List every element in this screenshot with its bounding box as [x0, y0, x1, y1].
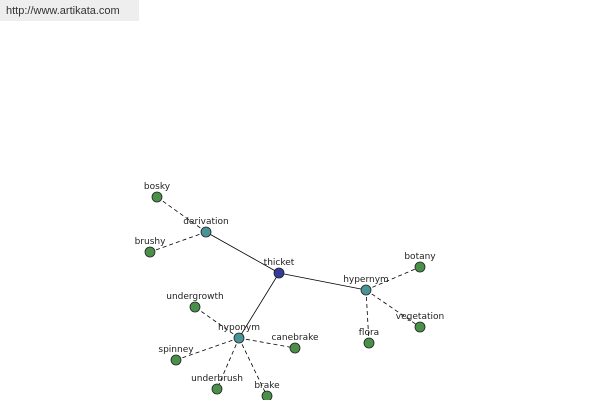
node-dot[interactable] [261, 390, 273, 400]
node-label: hypernym [343, 275, 389, 285]
edge-hypernym-flora [365, 289, 370, 344]
node-dot[interactable] [289, 342, 301, 354]
node-label: underbrush [191, 374, 243, 384]
term-node-bosky[interactable]: bosky [144, 182, 171, 203]
node-label: vegetation [396, 312, 444, 322]
node-label: botany [404, 252, 436, 262]
node-dot[interactable] [144, 246, 156, 258]
node-dot[interactable] [200, 226, 212, 238]
node-label: canebrake [271, 333, 319, 343]
relation-node-hypernym[interactable]: hypernym [343, 275, 389, 296]
graph-nodes: bosky brushy botany vegetation flora undergro… [135, 182, 444, 400]
node-label: thicket [264, 258, 295, 268]
node-label: flora [359, 328, 379, 338]
node-dot[interactable] [273, 267, 285, 279]
term-node-underbrush[interactable]: underbrush [191, 374, 243, 395]
node-label: brushy [135, 237, 167, 247]
edge-derivation-brushy [149, 231, 207, 253]
node-dot[interactable] [360, 284, 372, 296]
node-label: bosky [144, 182, 171, 192]
relation-node-hyponym[interactable]: hyponym [218, 323, 260, 344]
node-label: undergrowth [166, 292, 224, 302]
node-label: spinney [158, 345, 194, 355]
graph-edges [149, 196, 421, 397]
node-label: hyponym [218, 323, 260, 333]
term-node-brushy[interactable]: brushy [135, 237, 167, 258]
node-dot[interactable] [189, 301, 201, 313]
root-node-thicket[interactable]: thicket [264, 258, 295, 279]
site-url-link[interactable]: http://www.artikata.com [0, 0, 139, 21]
node-dot[interactable] [170, 354, 182, 366]
edge-thicket-hyponym [238, 272, 280, 339]
node-dot[interactable] [363, 337, 375, 349]
node-dot[interactable] [414, 261, 426, 273]
node-dot[interactable] [151, 191, 163, 203]
edge-hypernym-vegetation [365, 289, 421, 328]
node-dot[interactable] [211, 383, 223, 395]
node-dot[interactable] [414, 321, 426, 333]
term-node-vegetation[interactable]: vegetation [396, 312, 444, 333]
edge-thicket-hypernym [278, 272, 367, 291]
edge-derivation-bosky [156, 196, 207, 233]
edge-thicket-derivation [205, 231, 280, 274]
edge-hyponym-brake [238, 337, 268, 397]
term-node-botany[interactable]: botany [404, 252, 436, 273]
term-node-canebrake[interactable]: canebrake [271, 333, 319, 354]
node-label: brake [254, 381, 280, 391]
edge-hyponym-underbrush [216, 337, 240, 390]
term-node-undergrowth[interactable]: undergrowth [166, 292, 224, 313]
edge-hypernym-botany [365, 266, 421, 291]
relation-node-derivation[interactable]: derivation [183, 217, 229, 238]
term-node-spinney[interactable]: spinney [158, 345, 194, 366]
node-dot[interactable] [233, 332, 245, 344]
edge-hyponym-undergrowth [194, 306, 240, 339]
node-label: derivation [183, 217, 229, 227]
term-node-flora[interactable]: flora [359, 328, 379, 349]
term-node-brake[interactable]: brake [254, 381, 280, 400]
edge-hyponym-canebrake [238, 337, 296, 349]
